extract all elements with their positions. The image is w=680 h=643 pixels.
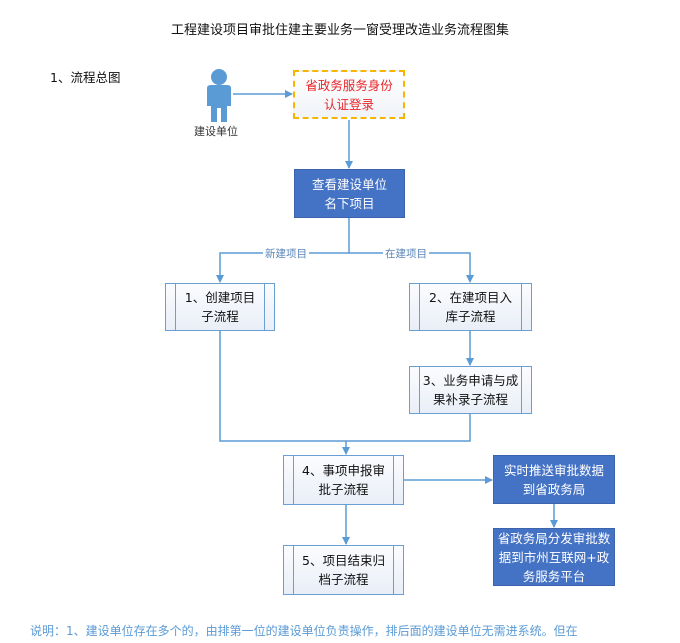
distribute-node: 省政务局分发审批数据到市州互联网+政务服务平台	[493, 528, 615, 586]
person-icon	[207, 69, 231, 122]
edge-label-new-project: 新建项目	[263, 246, 309, 261]
inprogress-entry-node: 2、在建项目入库子流程	[409, 283, 532, 331]
approval-node: 4、事项申报审批子流程	[283, 455, 404, 505]
create-project-node: 1、创建项目子流程	[165, 283, 275, 331]
archive-node: 5、项目结束归档子流程	[283, 545, 404, 595]
edge-label-in-progress: 在建项目	[383, 246, 429, 261]
edge-1-merge	[219, 331, 471, 442]
push-data-node: 实时推送审批数据到省政务局	[493, 455, 615, 504]
actor-label: 建设单位	[194, 125, 238, 138]
section-heading: 1、流程总图	[50, 70, 121, 85]
login-node: 省政务服务身份认证登录	[293, 70, 405, 119]
note-text: 说明：1、建设单位存在多个的，由排第一位的建设单位负责操作，排后面的建设单位无需…	[30, 624, 578, 638]
business-apply-node: 3、业务申请与成果补录子流程	[409, 366, 532, 414]
view-projects-node: 查看建设单位名下项目	[294, 169, 405, 218]
page-title: 工程建设项目审批住建主要业务一窗受理改造业务流程图集	[170, 23, 509, 38]
